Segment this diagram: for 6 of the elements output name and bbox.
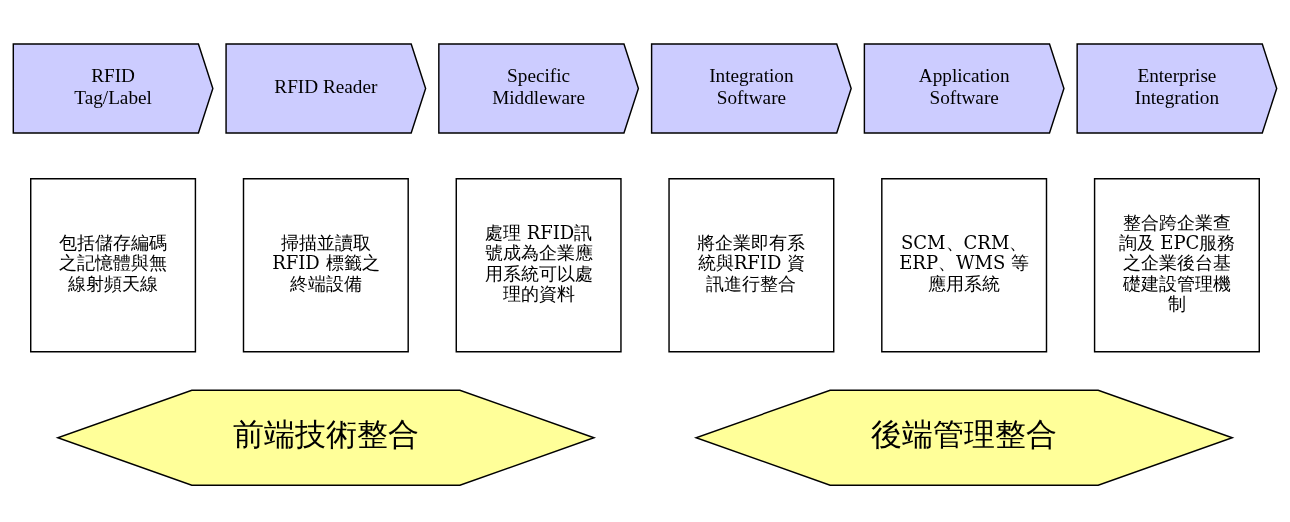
- node-box: 包括儲存編碼之記憶體與無線射頻天線: [30, 177, 197, 353]
- node-box: 處理 RFID訊號成為企業應用系統可以處理的資料: [455, 177, 622, 353]
- node-box: 掃描並讀取RFID 標籤之終端設備: [242, 177, 409, 353]
- node-box: 整合跨企業查詢及 EPC服務之企業後台基礎建設管理機制: [1093, 177, 1260, 353]
- node-box: 將企業即有系統與RFID 資訊進行整合: [668, 177, 835, 353]
- node-box: SCM、CRM、ERP、WMS 等應用系統: [881, 177, 1048, 353]
